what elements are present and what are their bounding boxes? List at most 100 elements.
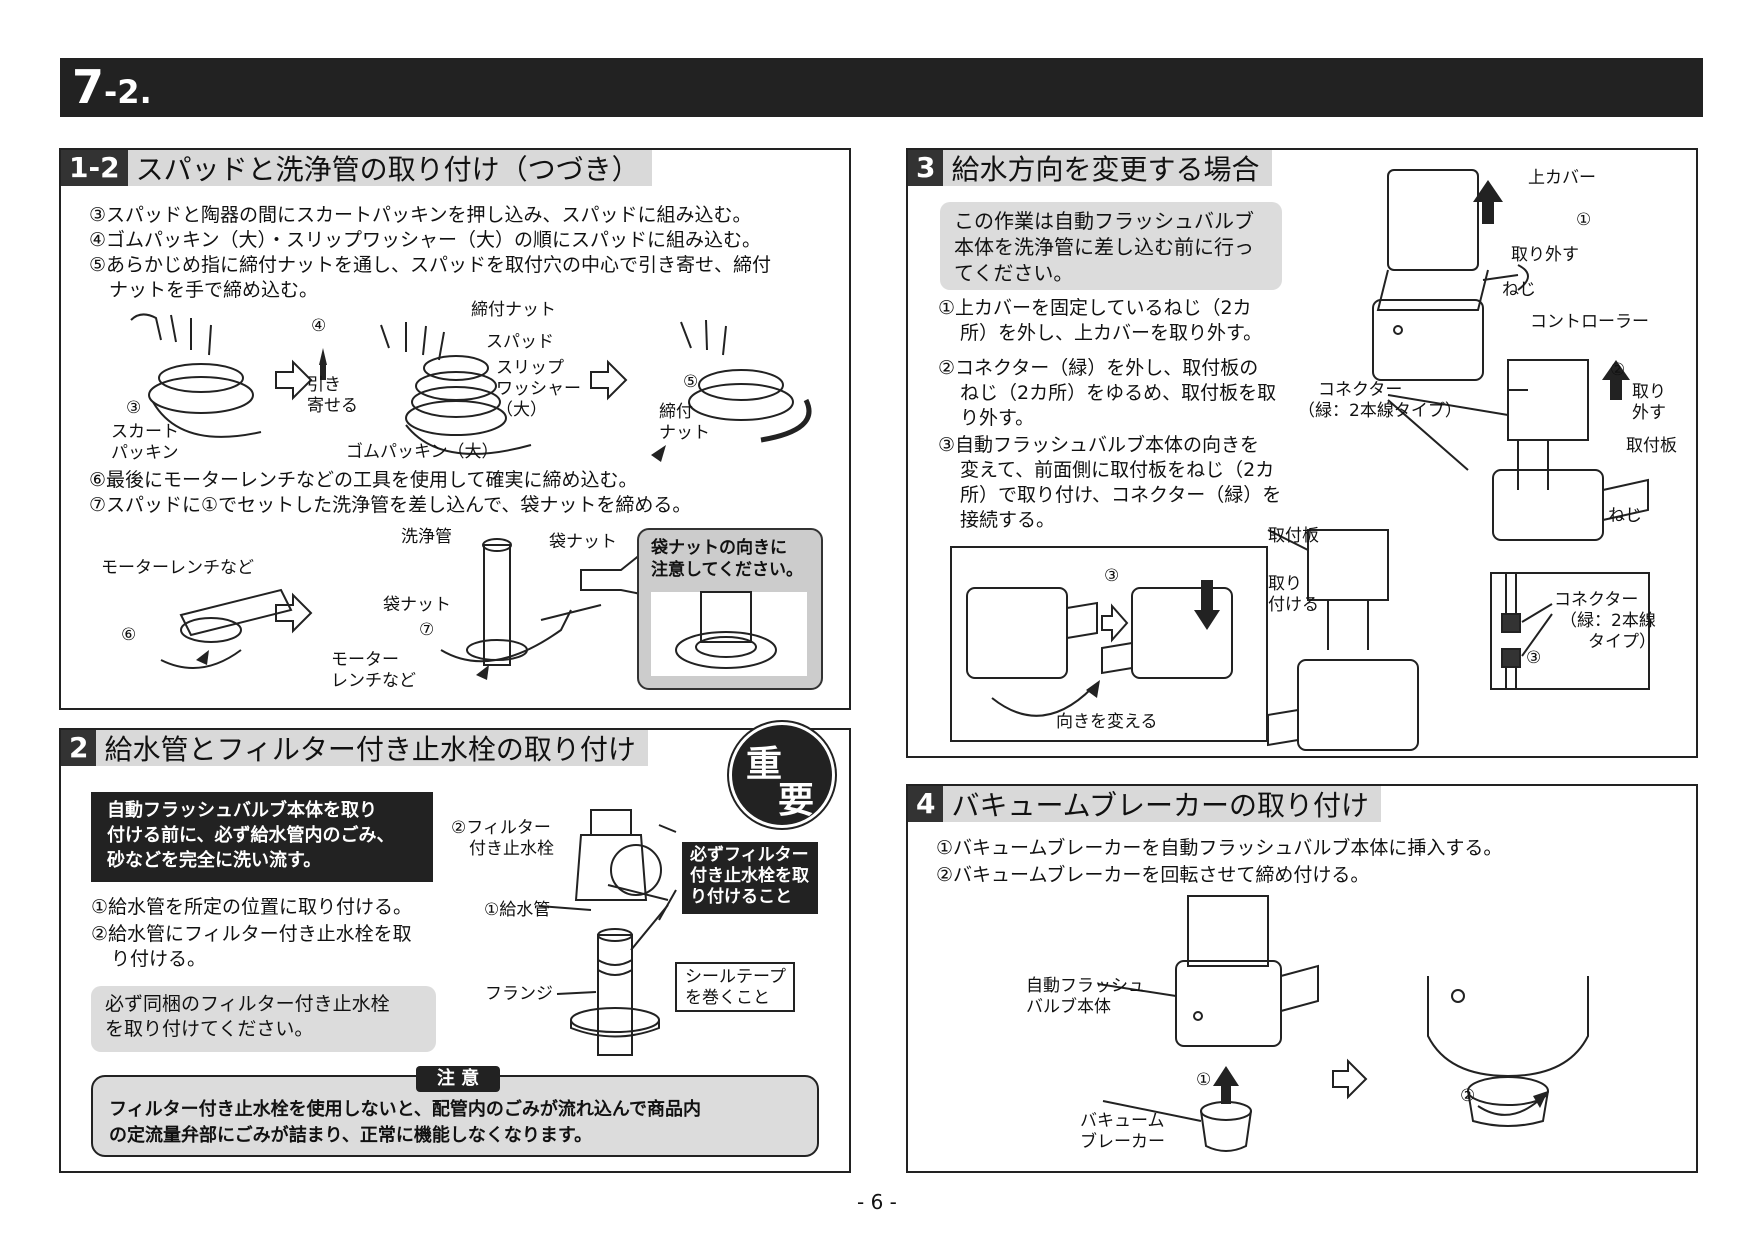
step-2-cont-2: り外す。 [960, 407, 1035, 429]
note-box: この作業は自動フラッシュバルブ 本体を洗浄管に差し込む前に行っ てください。 [940, 202, 1282, 290]
warning-line-3: 砂などを完全に洗い流す。 [107, 850, 322, 871]
panel-supply-pipe: 2 給水管とフィルター付き止水栓の取り付け 重 要 自動フラッシュバルブ本体を取… [59, 722, 851, 1173]
must-install-box: 必ずフィルター 付き止水栓を取 り付けること [682, 842, 818, 914]
panel-water-direction: 3 給水方向を変更する場合 この作業は自動フラッシュバルブ 本体を洗浄管に差し込… [906, 148, 1698, 758]
remove2-label-2: 外す [1632, 403, 1666, 423]
bag-nut-callout: 袋ナットの向きに 注意してください。 [637, 528, 823, 690]
step-2: ②バキュームブレーカーを回転させて締め付ける。 [936, 864, 1370, 886]
conn-box-label-3: タイプ） [1588, 632, 1656, 652]
step-1: ①給水管を所定の位置に取り付ける。 [91, 896, 413, 918]
wrench-label: モーターレンチなど [101, 558, 254, 578]
pull-label-2: 寄せる [307, 396, 358, 416]
wrench-figure-illustration [160, 527, 672, 680]
wrench2-label-2: レンチなど [331, 671, 416, 691]
step-1: ①上カバーを固定しているねじ（2カ [938, 297, 1252, 319]
step-3: ③自動フラッシュバルブ本体の向きを [938, 434, 1260, 456]
caution-line-1: フィルター付き止水栓を使用しないと、配管内のごみが流れ込んで商品内 [109, 1099, 702, 1120]
panel-badge: 2 [61, 730, 97, 766]
valve-body-label-2: バルブ本体 [1026, 997, 1111, 1017]
slip-washer-label-2: ワッシャー [496, 379, 581, 399]
conn-box-label-2: （緑：2本線 [1560, 611, 1656, 631]
step-5: ⑤あらかじめ指に締付ナットを通し、スパッドを取付穴の中心で引き寄せ、締付 [89, 254, 772, 276]
flange-label: フランジ [485, 984, 553, 1004]
tighten-nut-label: 締付 [659, 402, 693, 422]
note-line-1: この作業は自動フラッシュバルブ [954, 209, 1254, 233]
conn-num-3: ③ [1526, 648, 1542, 668]
supply-pipe-illustration [538, 809, 677, 1056]
fig-num-1: ① [1576, 210, 1592, 230]
vacuum-breaker-label-2: ブレーカー [1080, 1132, 1165, 1152]
must-line-1: 必ずフィルター [690, 845, 809, 865]
note-box: 必ず同梱のフィルター付き止水栓 を取り付けてください。 [91, 986, 436, 1052]
spud-label: スパッド [486, 332, 554, 352]
plate-label: 取付板 [1626, 436, 1677, 456]
panel-title-text: 給水管とフィルター付き止水栓の取り付け [104, 733, 636, 766]
filter-valve-label: ②フィルター [451, 818, 551, 838]
must-line-2: 付き止水栓を取 [690, 866, 809, 886]
fig-num-6: ⑥ [121, 625, 137, 645]
warning-box: 自動フラッシュバルブ本体を取り 付ける前に、必ず給水管内のごみ、 砂などを完全に… [91, 792, 433, 882]
important-char-2: 要 [778, 780, 815, 821]
callout-image [651, 591, 807, 676]
step-1: ①バキュームブレーカーを自動フラッシュバルブ本体に挿入する。 [936, 837, 1503, 859]
panel-title-text: スパッドと洗浄管の取り付け（つづき） [135, 153, 640, 186]
step-4: ④ゴムパッキン（大）・スリップワッシャー（大）の順にスパッドに組み込む。 [89, 229, 761, 251]
seal-line-1: シールテープ [685, 967, 786, 987]
panel-vacuum-breaker: 4 バキュームブレーカーの取り付け ①バキュームブレーカーを自動フラッシュバルブ… [906, 784, 1698, 1173]
panel-title: 4 バキュームブレーカーの取り付け [908, 786, 1381, 822]
fig-num-5: ⑤ [683, 372, 699, 392]
panel-title-text: 給水方向を変更する場合 [951, 153, 1260, 186]
supply-pipe-label: ①給水管 [484, 900, 551, 920]
fig-num-2: ② [1460, 1086, 1476, 1106]
caution-box: フィルター付き止水栓を使用しないと、配管内のごみが流れ込んで商品内 の定流量弁部… [91, 1075, 819, 1157]
panel-badge: 4 [908, 786, 944, 822]
pull-label: 引き [307, 375, 341, 395]
caution-title: 注 意 [416, 1066, 500, 1092]
warning-line-2: 付ける前に、必ず給水管内のごみ、 [107, 825, 395, 846]
skirt-label-2: パッキン [111, 443, 179, 463]
pipe-label: 洗浄管 [401, 527, 452, 547]
step-1-cont: 所）を外し、上カバーを取り外す。 [960, 322, 1263, 344]
step-3-cont-3: 接続する。 [960, 509, 1056, 531]
spud-figure-illustration [130, 313, 812, 462]
valve-body-illustration [1372, 169, 1649, 541]
panel-badge: 1-2 [61, 150, 128, 186]
important-badge: 重 要 [729, 722, 835, 828]
panel-title-text: バキュームブレーカーの取り付け [951, 789, 1369, 822]
fig-num-3: ③ [126, 398, 142, 418]
direction-change-illustration [966, 587, 1233, 717]
connector-inset: コネクター （緑：2本線 タイプ） ③ [1490, 572, 1656, 690]
important-char-1: 重 [746, 744, 783, 785]
note-line-3: てください。 [954, 261, 1074, 285]
connector-label-2: （緑：2本線タイプ） [1298, 401, 1462, 421]
conn-box-label: コネクター [1554, 590, 1639, 610]
section-number: 7-2. [72, 60, 152, 114]
bag-nut-top-label: 袋ナット [549, 532, 617, 552]
step-6: ⑥最後にモーターレンチなどの工具を使用して確実に締め込む。 [89, 469, 638, 491]
fig-num-7: ⑦ [419, 620, 435, 640]
panel-title: 1-2 スパッドと洗浄管の取り付け（つづき） [61, 150, 652, 186]
vacuum-breaker-label: バキューム [1080, 1111, 1165, 1131]
callout-text-2: 注意してください。 [651, 560, 803, 580]
step-3-cont: 変えて、前面側に取付板をねじ（2カ [960, 459, 1275, 481]
seal-line-2: を巻くこと [685, 988, 770, 1008]
step-2: ②給水管にフィルター付き止水栓を取 [91, 923, 412, 945]
fig-num-4: ④ [311, 316, 327, 336]
remove-label: 取り外す [1511, 245, 1579, 265]
connector-illustration [1501, 574, 1553, 690]
screw2-label: ねじ [1608, 506, 1642, 526]
fig-num-1: ① [1196, 1070, 1212, 1090]
step-3: ③スパッドと陶器の間にスカートパッキンを押し込み、スパッドに組み込む。 [89, 204, 752, 226]
callout-text: 袋ナットの向きに [651, 538, 787, 558]
warning-line-1: 自動フラッシュバルブ本体を取り [107, 800, 377, 821]
turn-label: 向きを変える [1056, 712, 1158, 732]
plate2-label: 取付板 [1268, 526, 1319, 546]
step-5-cont: ナットを手で締め込む。 [109, 279, 319, 301]
panel-title: 3 給水方向を変更する場合 [908, 150, 1272, 186]
seal-tape-box: シールテープ を巻くこと [675, 962, 795, 1012]
tighten-nut-label-2: ナット [659, 423, 710, 443]
inset-num-3: ③ [1104, 566, 1120, 586]
remove2-label: 取り [1632, 382, 1666, 402]
section-header-bar: 7-2. [60, 58, 1703, 117]
vacuum-breaker-illustration [1097, 895, 1589, 1152]
